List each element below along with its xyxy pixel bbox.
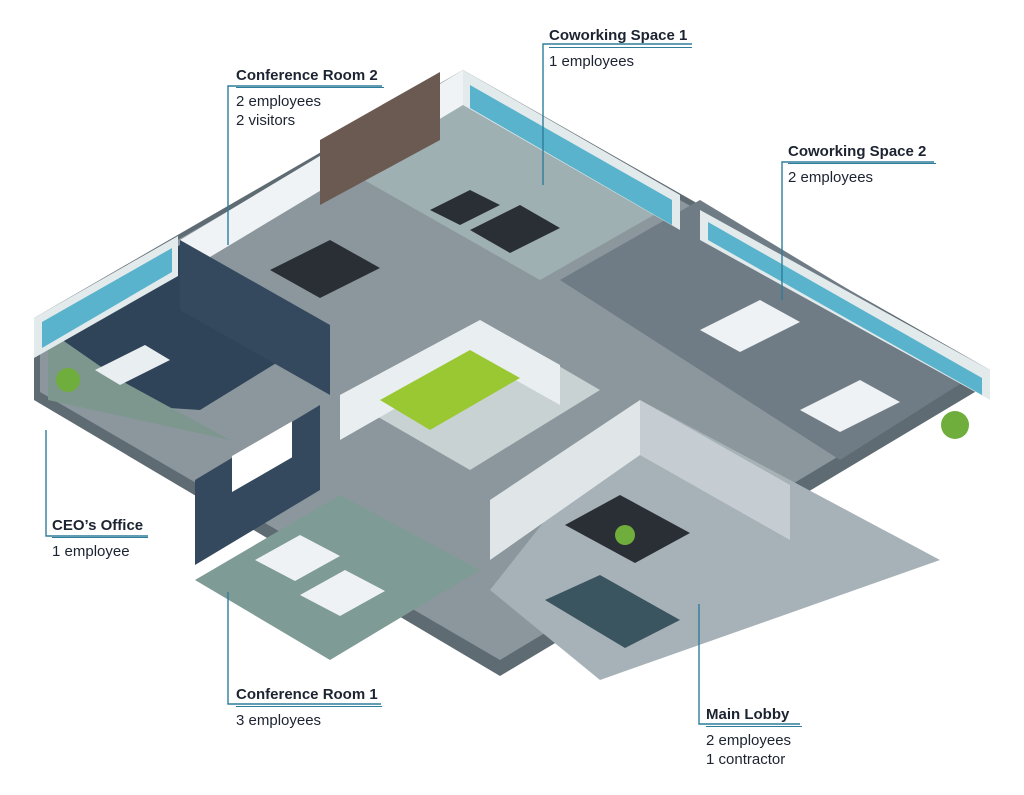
callout-conference-room-1: Conference Room 1 3 employees (236, 685, 382, 730)
desk-conf1-b (300, 570, 385, 616)
room-detail: 2 employees (706, 732, 792, 749)
label-rule (549, 47, 692, 48)
windows-ceo (42, 248, 172, 348)
desk-coworking2-a (700, 300, 800, 352)
leader-conference-room-2 (227, 85, 382, 245)
lobby-rug (545, 575, 680, 648)
callout-coworking-space-2: Coworking Space 2 2 employees (788, 142, 936, 187)
label-rule (706, 726, 802, 727)
desk-coworking1-a (470, 205, 560, 253)
callout-ceos-office: CEO’s Office 1 employee (52, 516, 148, 561)
ceo-office-floor-light (48, 330, 230, 440)
desk-conf1-a (255, 535, 340, 581)
plant-lobby (615, 525, 635, 545)
callout-coworking-space-1: Coworking Space 1 1 employees (549, 26, 692, 71)
room-name: Conference Room 1 (236, 686, 378, 703)
brick-wall (320, 72, 440, 205)
room-detail: 1 contractor (706, 751, 786, 768)
callout-main-lobby: Main Lobby 2 employees 1 contractor (706, 705, 802, 769)
windows-coworking2 (708, 222, 982, 395)
ceo-desk (95, 345, 170, 385)
conference1-screen (232, 421, 292, 493)
conference2-table (270, 240, 380, 298)
desk-coworking1-b (430, 190, 500, 225)
leader-main-lobby (698, 604, 800, 725)
room-name: CEO’s Office (52, 517, 144, 534)
plant-ceo (56, 368, 80, 392)
room-detail: 2 visitors (236, 112, 296, 129)
label-rule (52, 537, 148, 538)
divider-wall-navy (180, 240, 330, 395)
room-detail: 2 employees (236, 93, 322, 110)
room-name: Coworking Space 2 (788, 143, 927, 160)
lobby-wall (490, 400, 640, 560)
leader-coworking-space-2 (781, 161, 934, 300)
callout-conference-room-2: Conference Room 2 2 employees 2 visitors (236, 66, 384, 130)
windows-coworking1 (470, 85, 672, 225)
lobby-wall-right (640, 400, 790, 540)
label-rule (788, 163, 936, 164)
room-detail: 2 employees (788, 169, 874, 186)
leader-ceos-office (45, 430, 148, 537)
label-rule (236, 706, 382, 707)
room-detail: 1 employee (52, 543, 130, 560)
room-detail: 3 employees (236, 712, 322, 729)
leader-conference-room-1 (227, 592, 381, 705)
desk-coworking2-b (800, 380, 900, 432)
kitchen-wall (340, 320, 560, 440)
room-name: Main Lobby (706, 706, 790, 723)
kitchen-counter-green (380, 350, 520, 430)
plant-coworking2 (941, 411, 969, 439)
room-name: Conference Room 2 (236, 67, 378, 84)
leader-lines (45, 43, 934, 725)
label-rule (236, 87, 384, 88)
room-detail: 1 employees (549, 53, 635, 70)
room-name: Coworking Space 1 (549, 27, 688, 44)
leader-coworking-space-1 (542, 43, 692, 185)
